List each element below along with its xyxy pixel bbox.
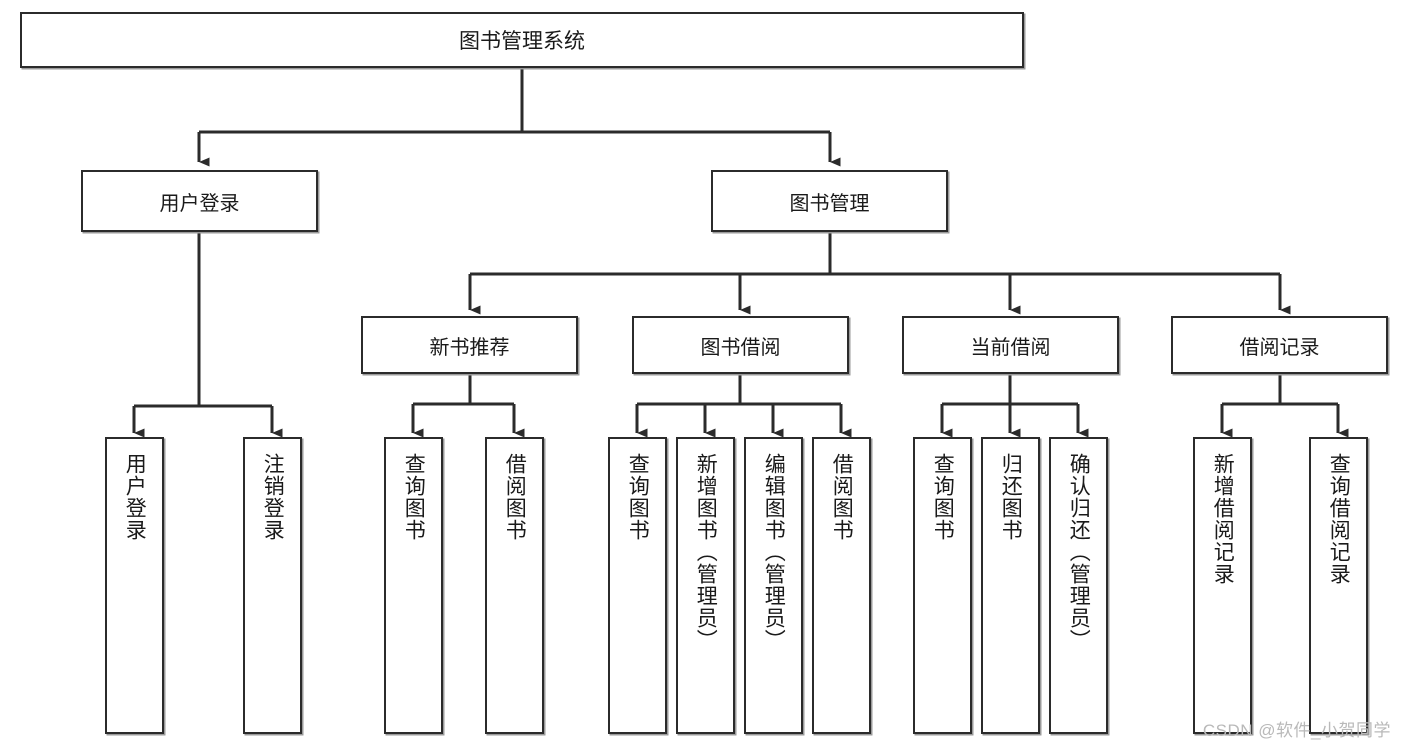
node-label: 借阅记录 bbox=[1239, 336, 1320, 359]
leaf-borrow-query-book[interactable]: 查询图书 bbox=[608, 437, 667, 734]
leaf-borrow-edit-book-admin[interactable]: 编辑图书（管理员） bbox=[744, 437, 803, 734]
node-label: 当前借阅 bbox=[970, 336, 1051, 359]
watermark-text: CSDN @软件_小贺同学 bbox=[1202, 721, 1391, 740]
node-label: 图书管理 bbox=[789, 192, 870, 215]
leaf-user-login-login[interactable]: 用户登录 bbox=[105, 437, 164, 734]
leaf-label: 新增图书（管理员） bbox=[694, 453, 718, 651]
leaf-recommend-borrow-book[interactable]: 借阅图书 bbox=[485, 437, 544, 734]
node-book-borrow[interactable]: 图书借阅 bbox=[632, 316, 849, 374]
node-borrow-record[interactable]: 借阅记录 bbox=[1171, 316, 1388, 374]
leaf-record-add-record[interactable]: 新增借阅记录 bbox=[1193, 437, 1252, 734]
leaf-label: 借阅图书 bbox=[503, 453, 527, 541]
node-label: 图书借阅 bbox=[700, 336, 781, 359]
leaf-label: 注销登录 bbox=[261, 453, 285, 541]
node-root-system[interactable]: 图书管理系统 bbox=[20, 12, 1024, 68]
leaf-label: 归还图书 bbox=[999, 453, 1023, 541]
leaf-record-query-record[interactable]: 查询借阅记录 bbox=[1309, 437, 1368, 734]
node-label: 图书管理系统 bbox=[459, 30, 585, 53]
leaf-borrow-add-book-admin[interactable]: 新增图书（管理员） bbox=[676, 437, 735, 734]
leaf-label: 查询图书 bbox=[626, 453, 650, 541]
node-label: 用户登录 bbox=[159, 192, 240, 215]
leaf-current-confirm-return-admin[interactable]: 确认归还（管理员） bbox=[1049, 437, 1108, 734]
leaf-label: 借阅图书 bbox=[830, 453, 854, 541]
node-user-login[interactable]: 用户登录 bbox=[81, 170, 318, 232]
leaf-borrow-borrow-book[interactable]: 借阅图书 bbox=[812, 437, 871, 734]
leaf-current-query-book[interactable]: 查询图书 bbox=[913, 437, 972, 734]
leaf-user-login-logout[interactable]: 注销登录 bbox=[243, 437, 302, 734]
leaf-label: 查询借阅记录 bbox=[1327, 453, 1351, 585]
leaf-label: 编辑图书（管理员） bbox=[762, 453, 786, 651]
leaf-label: 查询图书 bbox=[402, 453, 426, 541]
leaf-label: 查询图书 bbox=[931, 453, 955, 541]
leaf-label: 确认归还（管理员） bbox=[1067, 453, 1091, 651]
leaf-label: 用户登录 bbox=[123, 453, 147, 541]
leaf-label: 新增借阅记录 bbox=[1211, 453, 1235, 585]
node-book-management[interactable]: 图书管理 bbox=[711, 170, 948, 232]
leaf-current-return-book[interactable]: 归还图书 bbox=[981, 437, 1040, 734]
node-label: 新书推荐 bbox=[429, 336, 510, 359]
node-new-book-recommend[interactable]: 新书推荐 bbox=[361, 316, 578, 374]
leaf-recommend-query-book[interactable]: 查询图书 bbox=[384, 437, 443, 734]
node-current-borrow[interactable]: 当前借阅 bbox=[902, 316, 1119, 374]
